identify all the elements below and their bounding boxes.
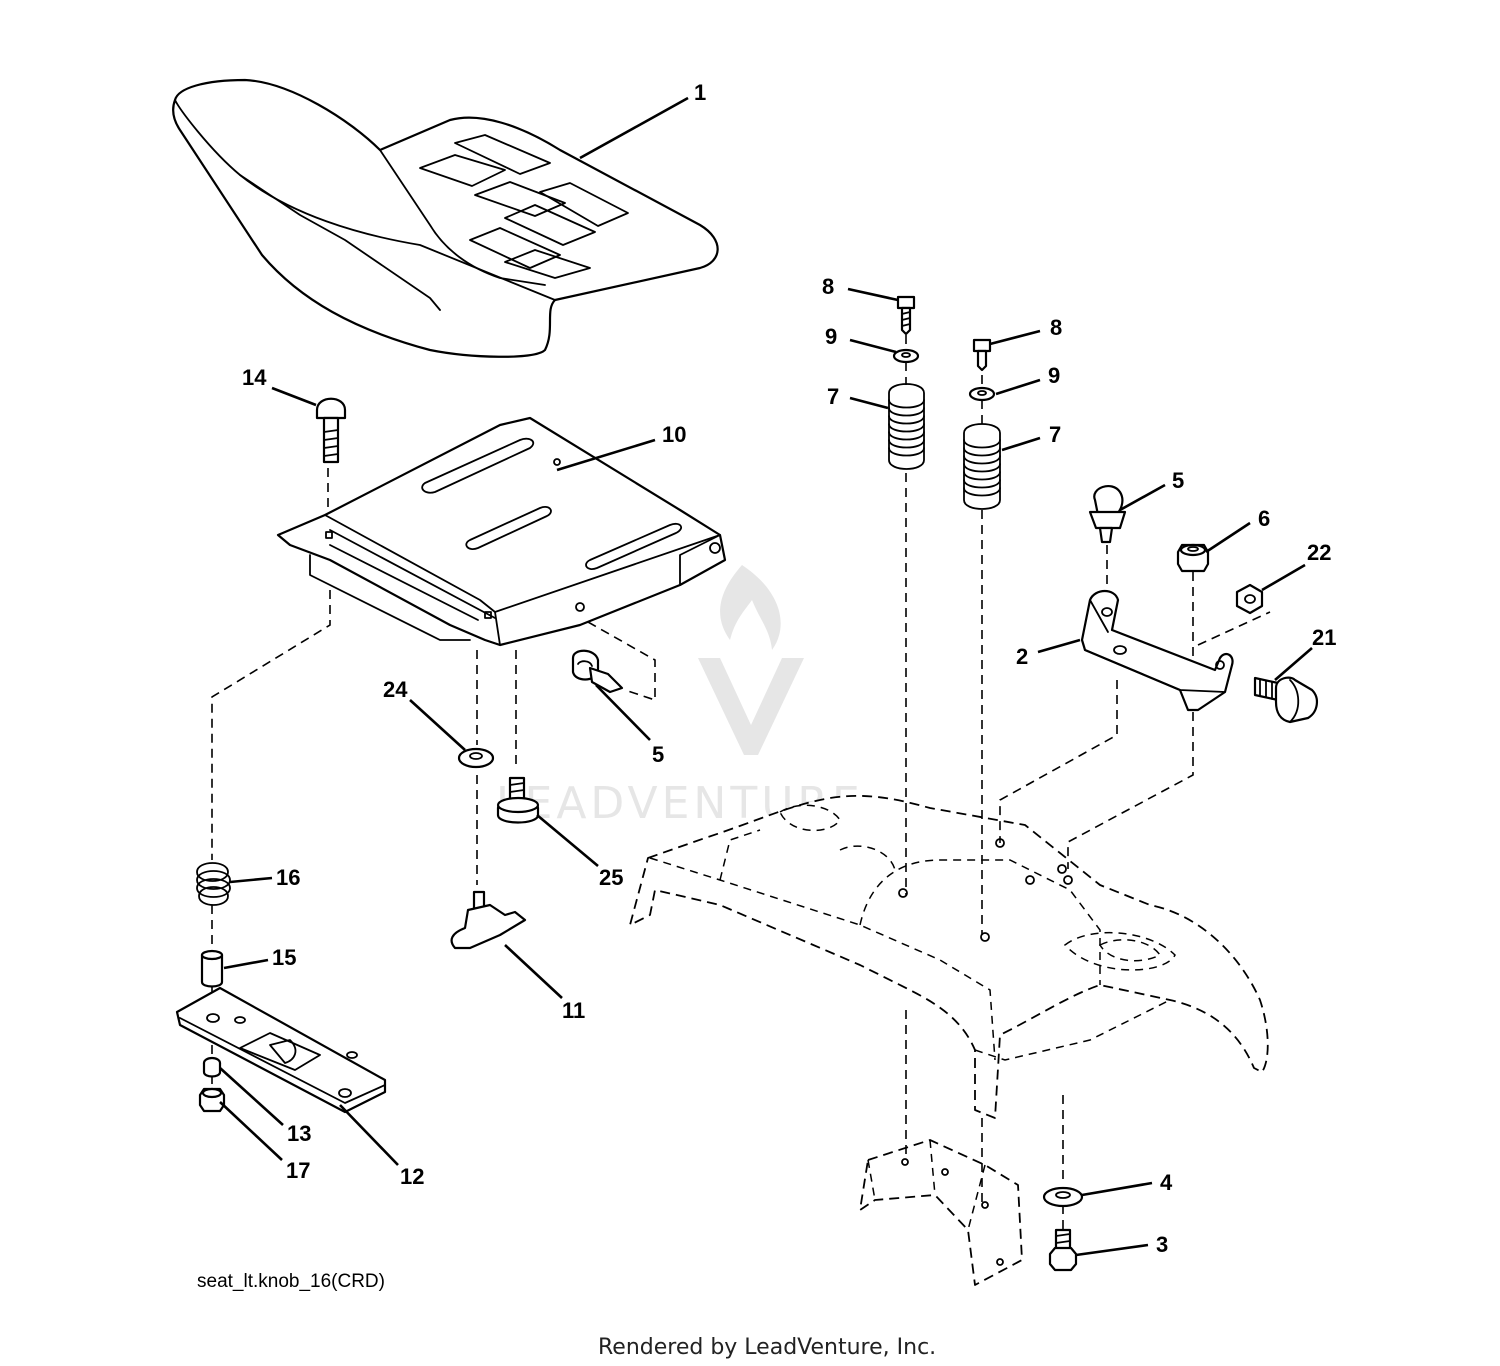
callout-clip-pan: 5: [652, 742, 664, 767]
spring-left: [888, 383, 925, 470]
callout-nut-side: 22: [1307, 540, 1331, 565]
seat-pan: [276, 416, 727, 647]
callout-screw-right: 8: [1050, 315, 1062, 340]
washer-rear: [1042, 1186, 1084, 1208]
screw-left: [896, 295, 916, 336]
callout-nut-bracket: 6: [1258, 506, 1270, 531]
washer-left: [892, 348, 920, 364]
callout-spring-front: 16: [276, 865, 300, 890]
nut-slide: [198, 1087, 226, 1113]
callout-bolt-rear: 3: [1156, 1232, 1168, 1257]
callout-spring-right: 7: [1049, 422, 1061, 447]
callout-spring-left: 7: [827, 384, 839, 409]
callout-bolt-pan: 25: [599, 865, 623, 890]
callout-seat-pan: 10: [662, 422, 686, 447]
nut-side: [1235, 583, 1264, 615]
tractor-frame: [629, 795, 1269, 1286]
callout-carriage-bolt: 14: [242, 365, 267, 390]
assembly-lines: [211, 320, 1271, 1240]
callout-seat: 1: [694, 80, 706, 105]
callout-washer-pan: 24: [383, 677, 408, 702]
callout-shoulder-bolt: 21: [1312, 625, 1336, 650]
callout-nut-slide: 17: [286, 1158, 310, 1183]
callout-seat-bracket: 2: [1016, 644, 1028, 669]
callout-knob: 11: [562, 998, 585, 1023]
seat: [172, 78, 719, 358]
nut-bracket: [1176, 543, 1210, 573]
diagram-reference-code: seat_lt.knob_16(CRD): [197, 1271, 385, 1292]
leader-lines: [219, 96, 1313, 1257]
spring-front: [196, 862, 231, 906]
clip-right: [1088, 484, 1127, 544]
render-credit: Rendered by LeadVenture, Inc.: [598, 1335, 936, 1360]
seat-bracket: [1080, 589, 1234, 712]
spacer: [200, 949, 224, 988]
callout-clip-right: 5: [1172, 468, 1184, 493]
screw-right: [972, 338, 992, 372]
carriage-bolt: [315, 397, 347, 464]
callout-spacer: 15: [272, 945, 296, 970]
callout-washer-left: 9: [825, 324, 837, 349]
washer-pan: [457, 747, 495, 769]
washer-slide: [202, 1056, 222, 1078]
callout-slide-plate: 12: [400, 1164, 424, 1189]
callout-washer-right: 9: [1048, 363, 1060, 388]
bolt-rear: [1048, 1228, 1078, 1272]
callouts: 1 2 3 4 5 5 6 7 7 8 8 9 9 10 11 12 13 14…: [242, 80, 1336, 1257]
knob: [450, 890, 527, 950]
spring-right: [963, 423, 1001, 510]
slide-plate: [175, 986, 387, 1114]
callout-screw-left: 8: [822, 274, 834, 299]
washer-right: [968, 386, 996, 402]
clip-pan: [571, 649, 624, 694]
shoulder-bolt: [1253, 676, 1318, 724]
callout-washer-slide: 13: [287, 1121, 311, 1146]
callout-washer-rear: 4: [1160, 1170, 1173, 1195]
